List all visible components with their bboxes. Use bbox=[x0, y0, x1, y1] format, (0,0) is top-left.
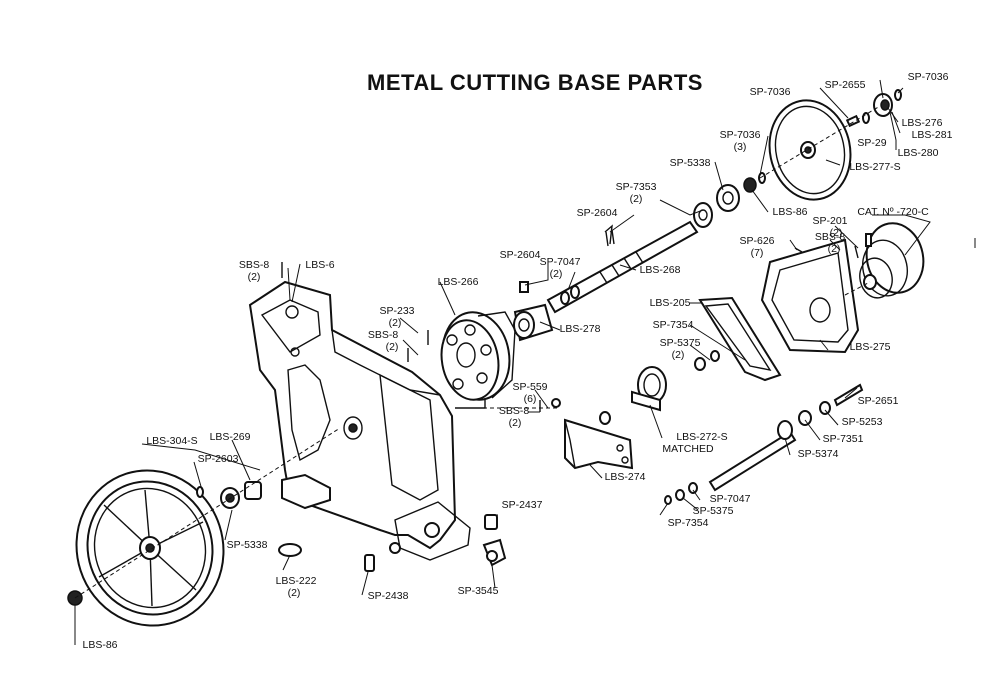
label-sp5375-b: SP-5375 bbox=[693, 505, 734, 517]
label-sbs8-b: SBS-8 bbox=[239, 259, 270, 271]
label-qty2-d: (2) bbox=[550, 268, 563, 280]
label-sp2437: SP-2437 bbox=[502, 499, 543, 511]
label-sp5253: SP-5253 bbox=[842, 416, 883, 428]
label-lbs86-b: LBS-86 bbox=[82, 639, 117, 651]
label-cat720c: CAT. Nº -720-C bbox=[857, 206, 929, 218]
label-sp29: SP-29 bbox=[857, 137, 886, 149]
label-sbs8-c: SBS-8 bbox=[368, 329, 399, 341]
motor-bracket bbox=[551, 398, 634, 470]
label-matched: MATCHED bbox=[662, 443, 714, 455]
base-foot bbox=[278, 473, 331, 557]
part-labels: SP-7036 SP-2655 SP-7036 LBS-276 SP-29 LB… bbox=[82, 71, 952, 651]
gear-cover bbox=[760, 238, 871, 354]
label-sp233: SP-233 bbox=[379, 305, 414, 317]
label-sp2655: SP-2655 bbox=[825, 79, 866, 91]
bevel-gear bbox=[440, 311, 516, 401]
label-sp5338-b: SP-5338 bbox=[227, 539, 268, 551]
label-sp7047-a: SP-7047 bbox=[540, 256, 581, 268]
label-sp5338-a: SP-5338 bbox=[670, 157, 711, 169]
label-lbs274: LBS-274 bbox=[605, 471, 646, 483]
lower-wheel bbox=[75, 469, 225, 627]
label-qty2-h: (2) bbox=[672, 349, 685, 361]
label-sp7036-c: SP-7036 bbox=[720, 129, 761, 141]
label-qty2-f: (2) bbox=[389, 317, 402, 329]
label-lbs272s: LBS-272-S bbox=[676, 431, 727, 443]
label-sp7351: SP-7351 bbox=[823, 433, 864, 445]
label-sp559: SP-559 bbox=[512, 381, 547, 393]
label-lbs280: LBS-280 bbox=[898, 147, 939, 159]
diagram-title: METAL CUTTING BASE PARTS bbox=[367, 70, 703, 95]
label-sbs8-a: SBS-8 bbox=[815, 231, 846, 243]
label-sp7047-b: SP-7047 bbox=[710, 493, 751, 505]
label-qty2-e: (2) bbox=[248, 271, 261, 283]
label-qty2-b: (2) bbox=[830, 227, 843, 239]
label-qty2-j: (2) bbox=[288, 587, 301, 599]
label-qty2-g: (2) bbox=[386, 341, 399, 353]
label-sp3545: SP-3545 bbox=[458, 585, 499, 597]
label-sp7353: SP-7353 bbox=[616, 181, 657, 193]
matched-gear bbox=[599, 350, 720, 425]
label-lbs6: LBS-6 bbox=[305, 259, 334, 271]
v-belt bbox=[698, 296, 782, 382]
upper-hub-parts bbox=[759, 89, 902, 179]
label-sp7354-a: SP-7354 bbox=[653, 319, 694, 331]
worm-shaft bbox=[546, 220, 699, 314]
label-sbs8-d: SBS-8 bbox=[499, 405, 530, 417]
label-qty2-i: (2) bbox=[509, 417, 522, 429]
label-lbs269: LBS-269 bbox=[210, 431, 251, 443]
label-lbs276: LBS-276 bbox=[902, 117, 943, 129]
label-sp5375-a: SP-5375 bbox=[660, 337, 701, 349]
label-lbs266: LBS-266 bbox=[438, 276, 479, 288]
label-lbs304s: LBS-304-S bbox=[146, 435, 197, 447]
label-sp2651: SP-2651 bbox=[858, 395, 899, 407]
label-lbs278: LBS-278 bbox=[560, 323, 601, 335]
label-qty2-a: (2) bbox=[630, 193, 643, 205]
label-sp7354-b: SP-7354 bbox=[668, 517, 709, 529]
step-pulley bbox=[859, 222, 925, 299]
label-sp5374: SP-5374 bbox=[798, 448, 839, 460]
label-sp7036-a: SP-7036 bbox=[750, 86, 791, 98]
worm-bearings bbox=[693, 172, 766, 228]
label-sp2604-a: SP-2604 bbox=[577, 207, 618, 219]
label-lbs281: LBS-281 bbox=[912, 129, 953, 141]
label-sp626: SP-626 bbox=[739, 235, 774, 247]
label-lbs86-a: LBS-86 bbox=[772, 206, 807, 218]
label-qty3: (3) bbox=[734, 141, 747, 153]
label-qty2-c: (2) bbox=[828, 243, 841, 255]
label-lbs277s: LBS-277-S bbox=[849, 161, 900, 173]
upper-pulley bbox=[768, 99, 852, 201]
leader-lines bbox=[74, 79, 931, 645]
coupling bbox=[513, 281, 554, 342]
oil-fittings bbox=[364, 514, 507, 572]
label-sp2603: SP-2603 bbox=[198, 453, 239, 465]
label-qty7: (7) bbox=[751, 247, 764, 259]
label-lbs222: LBS-222 bbox=[276, 575, 317, 587]
label-lbs268: LBS-268 bbox=[640, 264, 681, 276]
label-sp7036-b: SP-7036 bbox=[908, 71, 949, 83]
label-sp201: SP-201 bbox=[812, 215, 847, 227]
label-lbs275: LBS-275 bbox=[850, 341, 891, 353]
label-lbs205: LBS-205 bbox=[650, 297, 691, 309]
label-sp2604-b: SP-2604 bbox=[500, 249, 541, 261]
label-sp2438: SP-2438 bbox=[368, 590, 409, 602]
lower-hub-parts bbox=[67, 427, 341, 606]
label-qty6: (6) bbox=[524, 393, 537, 405]
